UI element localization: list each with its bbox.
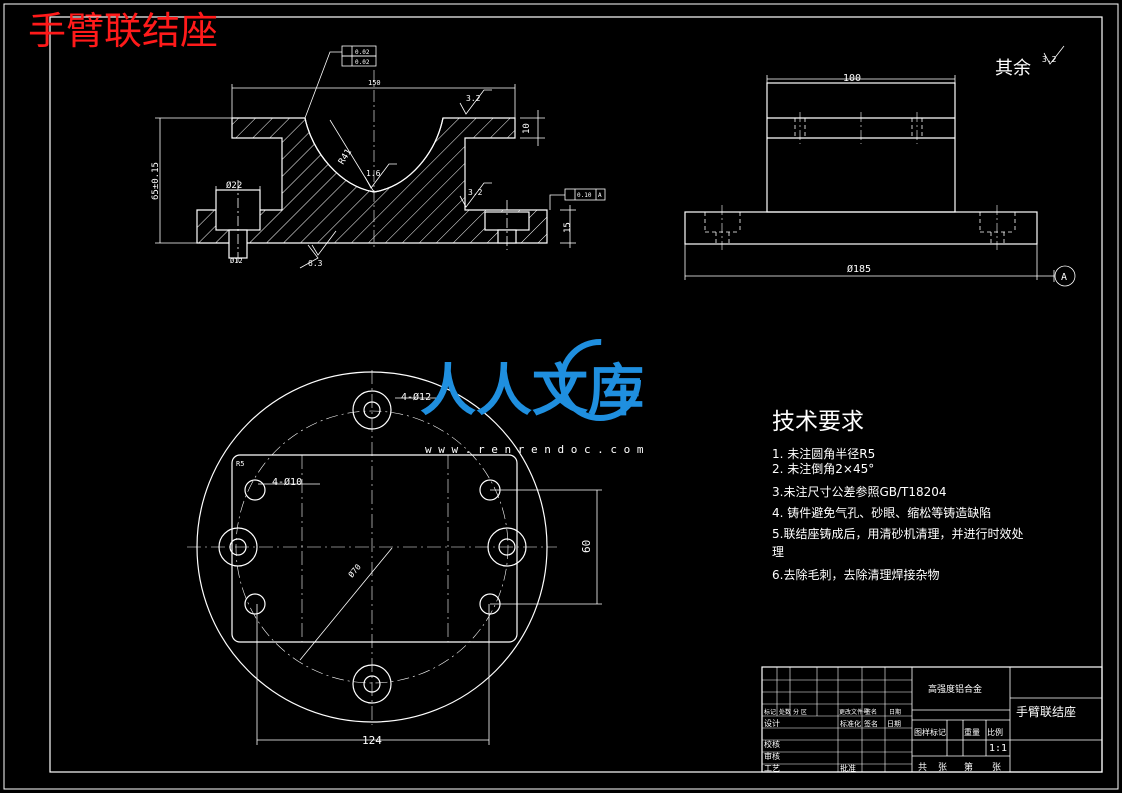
dim-top-100: 100 xyxy=(843,73,861,84)
bottom-dimensions xyxy=(256,397,602,745)
front-dimensions xyxy=(155,51,576,269)
side-dimensions xyxy=(684,45,1076,287)
fillet-r5-label: R5 xyxy=(236,460,244,468)
diag-label: Ø70 xyxy=(346,562,363,580)
tech-requirements: 技术要求 1. 未注圆角半径R5 2. 未注倒角2×45° 3.未注尺寸公差参照… xyxy=(772,409,1023,582)
front-section-view xyxy=(196,70,548,265)
sheet-total: 共 xyxy=(918,762,927,773)
stage-mark-label: 图样标记 xyxy=(914,727,946,737)
title-block-text: 高强度铝合金 手臂联结座 标记 处数 分 区 更改文件号 签名 日期 设计 校核… xyxy=(764,683,1076,773)
dim-base-15: 15 xyxy=(563,222,573,233)
bottom-view xyxy=(187,370,557,725)
fcf-base-value: 0.10 xyxy=(577,192,592,199)
dim-bottom-185: Ø185 xyxy=(847,263,871,275)
row-process: 工艺 xyxy=(764,764,780,773)
col-mark: 标记 xyxy=(764,708,776,716)
rest-roughness-label: 其余 xyxy=(995,58,1031,79)
roughness-inner: 1.6 xyxy=(366,169,381,178)
dim-height-65: 65±0.15 xyxy=(151,162,161,200)
row-review: 审核 xyxy=(764,751,780,761)
dim-bottom-60: 60 xyxy=(580,540,593,553)
datum-a-label: A xyxy=(1061,272,1067,283)
col-zone: 分 区 xyxy=(793,708,807,716)
sheet-unit2: 张 xyxy=(992,762,1001,773)
scale-label: 比例 xyxy=(987,727,1003,737)
holes-large-label: 4-Ø12 xyxy=(401,391,431,403)
drawing-title: 手臂联结座 xyxy=(28,9,218,53)
dim-radius: R41 xyxy=(337,147,354,166)
std-label: 标准化 xyxy=(840,719,861,728)
fcf-base-datum: A xyxy=(598,192,602,199)
col-count: 处数 xyxy=(779,708,791,716)
title-block xyxy=(761,666,1103,773)
watermark-url: w w w . r e n r e n d o c . c o m xyxy=(425,443,644,456)
dim-width-150: 150 xyxy=(368,79,381,87)
sheet-no: 第 xyxy=(964,761,973,773)
inner-frame xyxy=(49,16,1103,773)
watermark-logo-circle xyxy=(559,339,641,421)
tech-req-item-6: 6.去除毛刺，去除清理焊接杂物 xyxy=(772,567,939,582)
material-label: 高强度铝合金 xyxy=(928,683,982,695)
dim-hole-22: Ø22 xyxy=(226,180,242,191)
tech-req-item-5: 5.联结座铸成后，用清砂机清理，并进行时效处 xyxy=(772,526,1023,541)
col-change: 更改文件号 xyxy=(839,708,869,716)
col-sign: 签名 xyxy=(865,708,877,716)
col-date: 日期 xyxy=(889,708,901,716)
tech-req-item-4: 4. 铸件避免气孔、砂眼、缩松等铸造缺陷 xyxy=(772,505,991,520)
roughness-right: 3.2 xyxy=(468,188,483,197)
watermark: 人人文库 w w w . r e n r e n d o c . c o m xyxy=(420,339,644,456)
holes-small-label: 4-Ø10 xyxy=(272,476,302,488)
tech-req-item-5b: 理 xyxy=(772,545,784,559)
fcf-base xyxy=(564,188,606,201)
tech-req-item-2: 2. 未注倒角2×45° xyxy=(772,461,874,476)
outer-frame xyxy=(3,3,1119,790)
roughness-bottom: 6.3 xyxy=(308,259,323,268)
fcf-1-value: 0.02 xyxy=(355,49,370,56)
roughness-top: 3.2 xyxy=(466,94,481,103)
row-check: 校核 xyxy=(764,739,780,749)
dim-flange-10: 10 xyxy=(522,123,532,134)
rest-roughness-value: 3.2 xyxy=(1042,55,1057,64)
tech-req-item-1: 1. 未注圆角半径R5 xyxy=(772,446,875,461)
weight-label: 重量 xyxy=(964,727,980,737)
date-short: 日期 xyxy=(887,720,901,728)
tech-req-title: 技术要求 xyxy=(772,409,864,435)
sign-short: 签名 xyxy=(864,719,878,728)
part-name-label: 手臂联结座 xyxy=(1016,704,1076,719)
watermark-text: 人人文库 xyxy=(420,358,644,424)
side-view xyxy=(684,82,1038,250)
dim-hole-12: Ø12 xyxy=(230,257,243,265)
fcf-top xyxy=(341,45,377,67)
scale-value: 1:1 xyxy=(989,743,1007,754)
dim-bottom-124: 124 xyxy=(362,734,382,747)
approve-label: 批准 xyxy=(840,763,856,773)
sheet-unit: 张 xyxy=(938,762,947,773)
row-design: 设计 xyxy=(764,718,780,728)
fcf-2-value: 0.02 xyxy=(355,59,370,66)
tech-req-item-3: 3.未注尺寸公差参照GB/T18204 xyxy=(772,484,947,499)
